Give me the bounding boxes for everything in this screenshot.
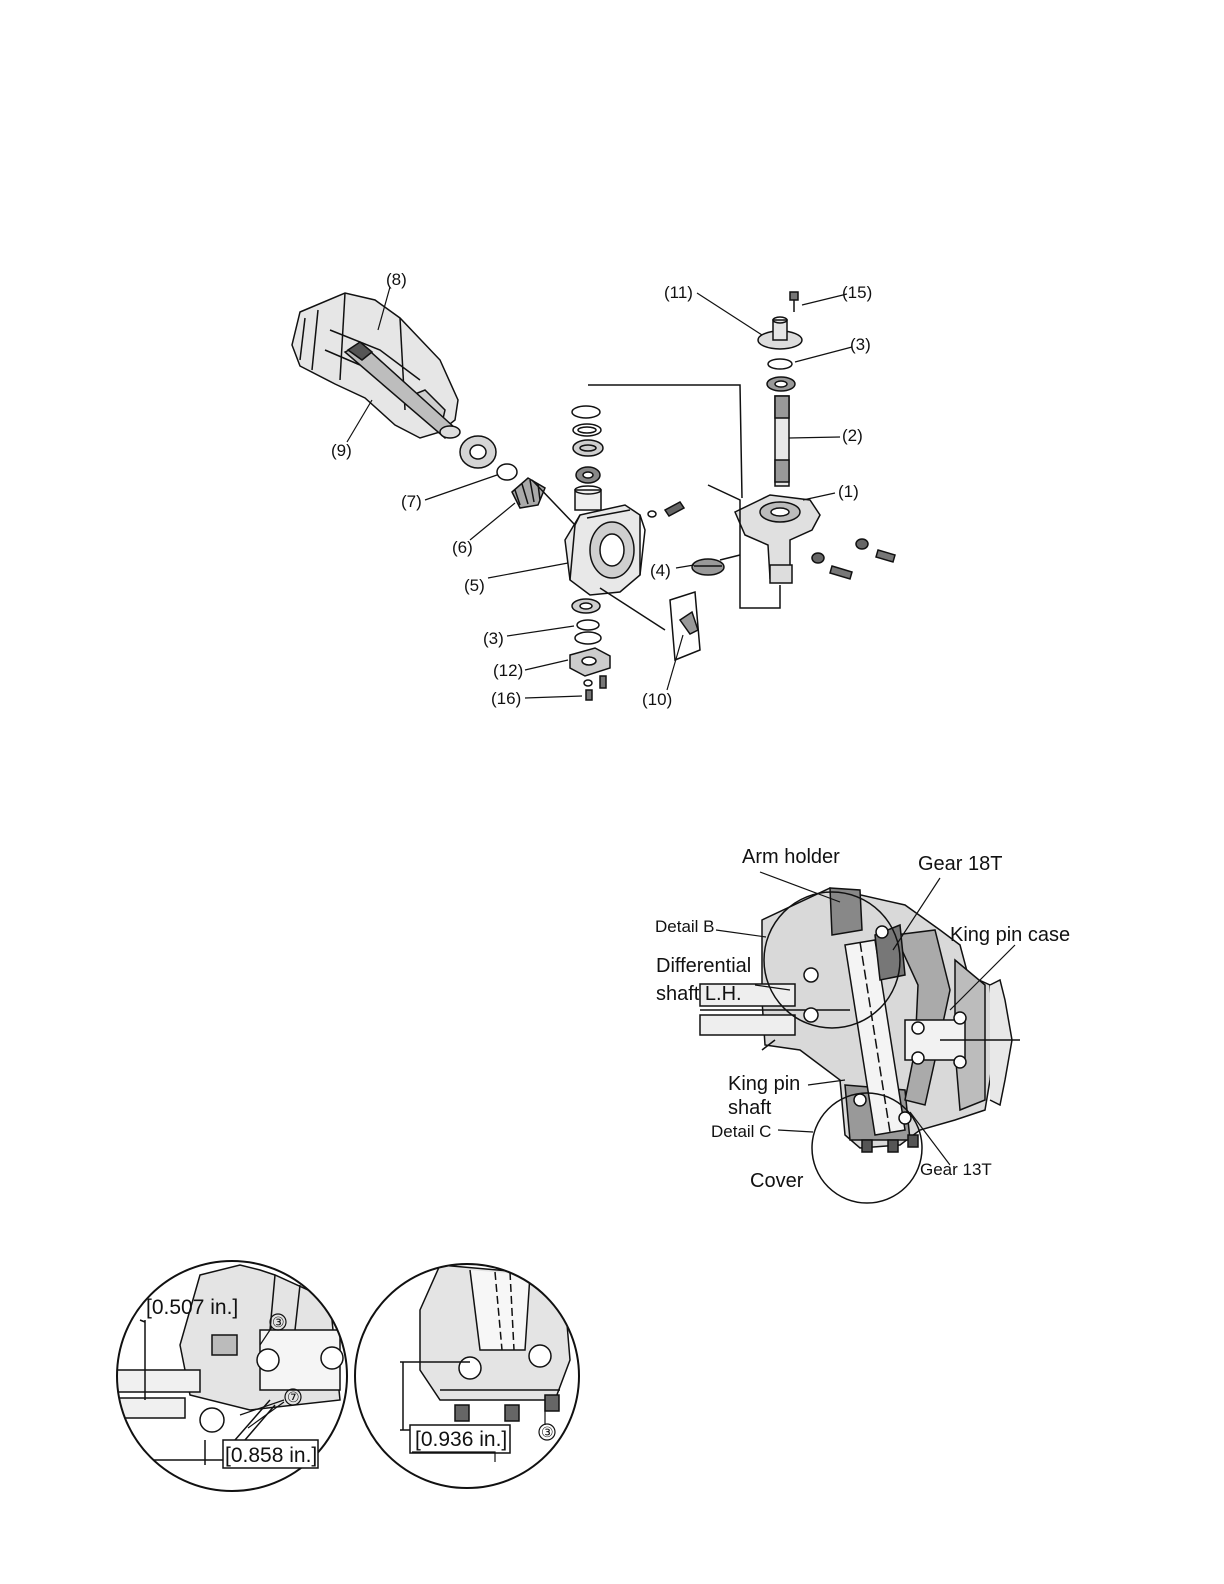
callout-4: (4) [650,561,671,580]
exploded-view: (8) (9) (7) (6) (5) (3) (12) (16) (4) (1… [292,270,895,709]
detail-b-dim-top: [0.507 in.] [146,1296,238,1319]
detail-b-mark-3: ③ [272,1315,285,1331]
callout-10: (10) [642,690,672,709]
case-bolts-drawing [812,539,895,579]
knuckle-case-drawing [565,505,645,595]
detail-b-view: [0.507 in.] [0.858 in.] ③ ⑦ [110,1261,347,1491]
label-detail-c: Detail C [711,1122,771,1141]
label-detail-b: Detail B [655,917,715,936]
lower-stack-drawing [570,599,610,700]
small-gear-drawing [692,559,724,575]
upper-bearing-drawing [767,377,795,391]
callout-1: (1) [838,482,859,501]
callout-11: (11) [664,283,693,302]
callout-6: (6) [452,538,473,557]
callout-9: (9) [331,441,352,460]
callout-16: (16) [491,689,521,708]
callout-3-upper: (3) [850,335,871,354]
callout-2: (2) [842,426,863,445]
label-arm-holder: Arm holder [742,846,840,868]
label-gear-13t: Gear 13T [920,1160,992,1179]
callout-8: (8) [386,270,407,289]
label-differential: Differential [656,955,751,977]
ring-drawing [497,464,517,480]
callout-3-lower: (3) [483,629,504,648]
detail-c-view: [0.936 in.] ③ [355,1264,579,1488]
label-king-pin: King pin [728,1073,800,1095]
king-pin-shaft-drawing [775,396,789,486]
callout-7: (7) [401,492,422,511]
label-king-pin-case: King pin case [950,924,1070,946]
bracket-line-upper [588,385,742,498]
detail-b-mark-7: ⑦ [287,1390,300,1406]
bearing-drawing [460,436,496,468]
label-shaft: shaft [728,1097,772,1119]
knuckle-bolts-drawing [648,502,684,517]
axis-line-pinion [600,588,665,630]
arm-holder-flange-drawing [758,317,802,349]
top-bolt-drawing [790,292,798,312]
detail-b-dim-bottom: [0.858 in.] [225,1444,317,1467]
label-gear-18t: Gear 18T [918,853,1002,875]
pinion-gear-drawing [670,592,700,660]
center-stack-drawing [572,406,603,510]
detail-c-dim: [0.936 in.] [415,1428,507,1451]
callout-5: (5) [464,576,485,595]
label-cover: Cover [750,1170,804,1192]
section-view: Arm holder Gear 18T Detail B King pin ca… [655,846,1070,1203]
label-shaft-lh: shaft L.H. [656,983,742,1005]
king-pin-case-drawing [735,495,820,583]
callout-12: (12) [493,661,523,680]
upper-shim-drawing [768,359,792,369]
detail-c-mark-3: ③ [541,1425,554,1441]
bevel-gear-drawing [512,478,545,508]
callout-15: (15) [842,283,872,302]
axis-line-small-gear [720,555,740,560]
